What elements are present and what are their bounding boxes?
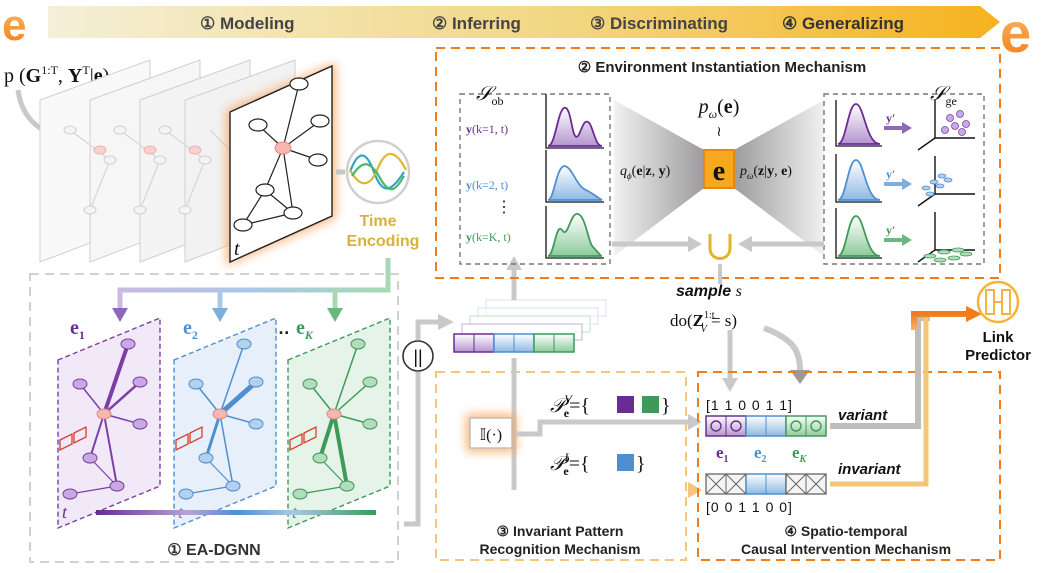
prior-tilde: ≀ — [716, 123, 721, 139]
variant-label: variant — [838, 407, 888, 424]
s-ge-box — [823, 93, 985, 265]
sample-label: sample s — [676, 283, 742, 300]
ea-dgnn-panel — [29, 273, 399, 563]
link-predictor-line2: Predictor — [965, 347, 1031, 364]
invariant-vector — [705, 473, 827, 495]
invariant-title-1: ③ Invariant Pattern — [497, 523, 624, 539]
intervention-title-2: Causal Intervention Mechanism — [741, 541, 951, 557]
invariant-title-2: Recognition Mechanism — [479, 541, 640, 557]
y-prime-3: y′ — [886, 223, 895, 237]
env-label-k: eK — [296, 317, 314, 342]
pv-close: } — [661, 395, 671, 417]
svg-text:y(k=2, t): y(k=2, t) — [466, 178, 508, 192]
pi-close: } — [636, 453, 646, 475]
pi-blue-square — [617, 454, 634, 471]
mask-bottom: [0 0 1 1 0 0] — [706, 499, 793, 515]
s-ob-box — [459, 93, 611, 265]
pv-green-square — [642, 396, 659, 413]
env-label-2: e2 — [183, 317, 198, 342]
latent-env-box — [703, 149, 735, 189]
y-prime-2: y′ — [886, 167, 895, 181]
embedding-stack — [453, 299, 607, 353]
stage-inferring: ② Inferring — [432, 14, 521, 33]
joint-distribution: p (G1:T, YT|e) — [4, 63, 109, 87]
stage-discriminating: ③ Discriminating — [590, 14, 728, 33]
invariant-label: invariant — [838, 461, 902, 478]
time-label: t — [234, 238, 240, 260]
logo-left: e — [2, 1, 26, 50]
env-label-1: e1 — [70, 317, 85, 342]
env-row-k: eK — [792, 443, 808, 465]
ob-dist-plots — [545, 94, 604, 259]
prior-label: pω(e) — [697, 96, 740, 121]
env-graph-2: t — [173, 316, 277, 530]
p-omega-label: pω(z|y, e) — [739, 164, 792, 181]
q-phi-label: qϕ(e|z, y) — [620, 164, 671, 181]
pv-purple-square — [617, 396, 634, 413]
right-funnel — [734, 100, 824, 256]
env-instantiation-panel — [435, 47, 1001, 279]
env-graph-k: t — [287, 316, 391, 530]
left-funnel — [614, 100, 704, 256]
union-symbol — [708, 234, 732, 260]
time-encoding: Time Encoding — [336, 139, 420, 250]
stage-generalizing: ④ Generalizing — [782, 14, 904, 33]
intervention-title-1: ④ Spatio-temporal — [784, 523, 907, 539]
variant-vector — [705, 415, 827, 437]
indicator-text: 𝕀(·) — [480, 427, 502, 444]
svg-text:y(k=1, t): y(k=1, t) — [466, 122, 508, 136]
stage-banner: e e ① Modeling ② Inferring ③ Discriminat… — [2, 1, 1031, 64]
link-predictor-line1: Link — [983, 329, 1014, 346]
logo-right: e — [1000, 1, 1031, 64]
s-ob-label: 𝒮ob — [476, 83, 503, 108]
graph-snapshots: t — [39, 59, 336, 266]
time-encoding-line1: Time — [359, 213, 396, 230]
ge-dist-plots: y′ y′ y′ — [835, 100, 975, 263]
env-graph-1: t — [57, 316, 161, 530]
env-color-bar — [96, 510, 376, 515]
env-graph-1-t: t — [62, 502, 68, 522]
mask-top: [1 1 0 0 1 1] — [706, 397, 793, 413]
s-ge-label: 𝒮ge — [930, 83, 957, 108]
concat-operator — [402, 340, 434, 372]
env-row-1: e1 — [716, 443, 729, 465]
time-encoding-line2: Encoding — [347, 233, 420, 250]
y-prime-1: y′ — [886, 111, 895, 125]
indicator-box — [469, 417, 513, 449]
latent-env-letter: e — [713, 156, 725, 187]
y-row-labels: y(k=1, t) y(k=2, t) ⋮ y(k=K, t) — [466, 122, 512, 244]
env-instantiation-title: ② Environment Instantiation Mechanism — [578, 59, 867, 76]
svg-text:y(k=K, t): y(k=K, t) — [466, 230, 511, 244]
stage-modeling: ① Modeling — [200, 14, 295, 33]
concat-symbol: || — [413, 347, 422, 367]
env-row-2: e2 — [754, 443, 767, 465]
ea-dgnn-title: ① EA-DGNN — [167, 542, 260, 559]
link-predictor-icon — [976, 280, 1020, 324]
invariant-panel — [435, 371, 687, 561]
intervention-panel — [697, 371, 1001, 561]
y-vdots: ⋮ — [496, 199, 512, 216]
